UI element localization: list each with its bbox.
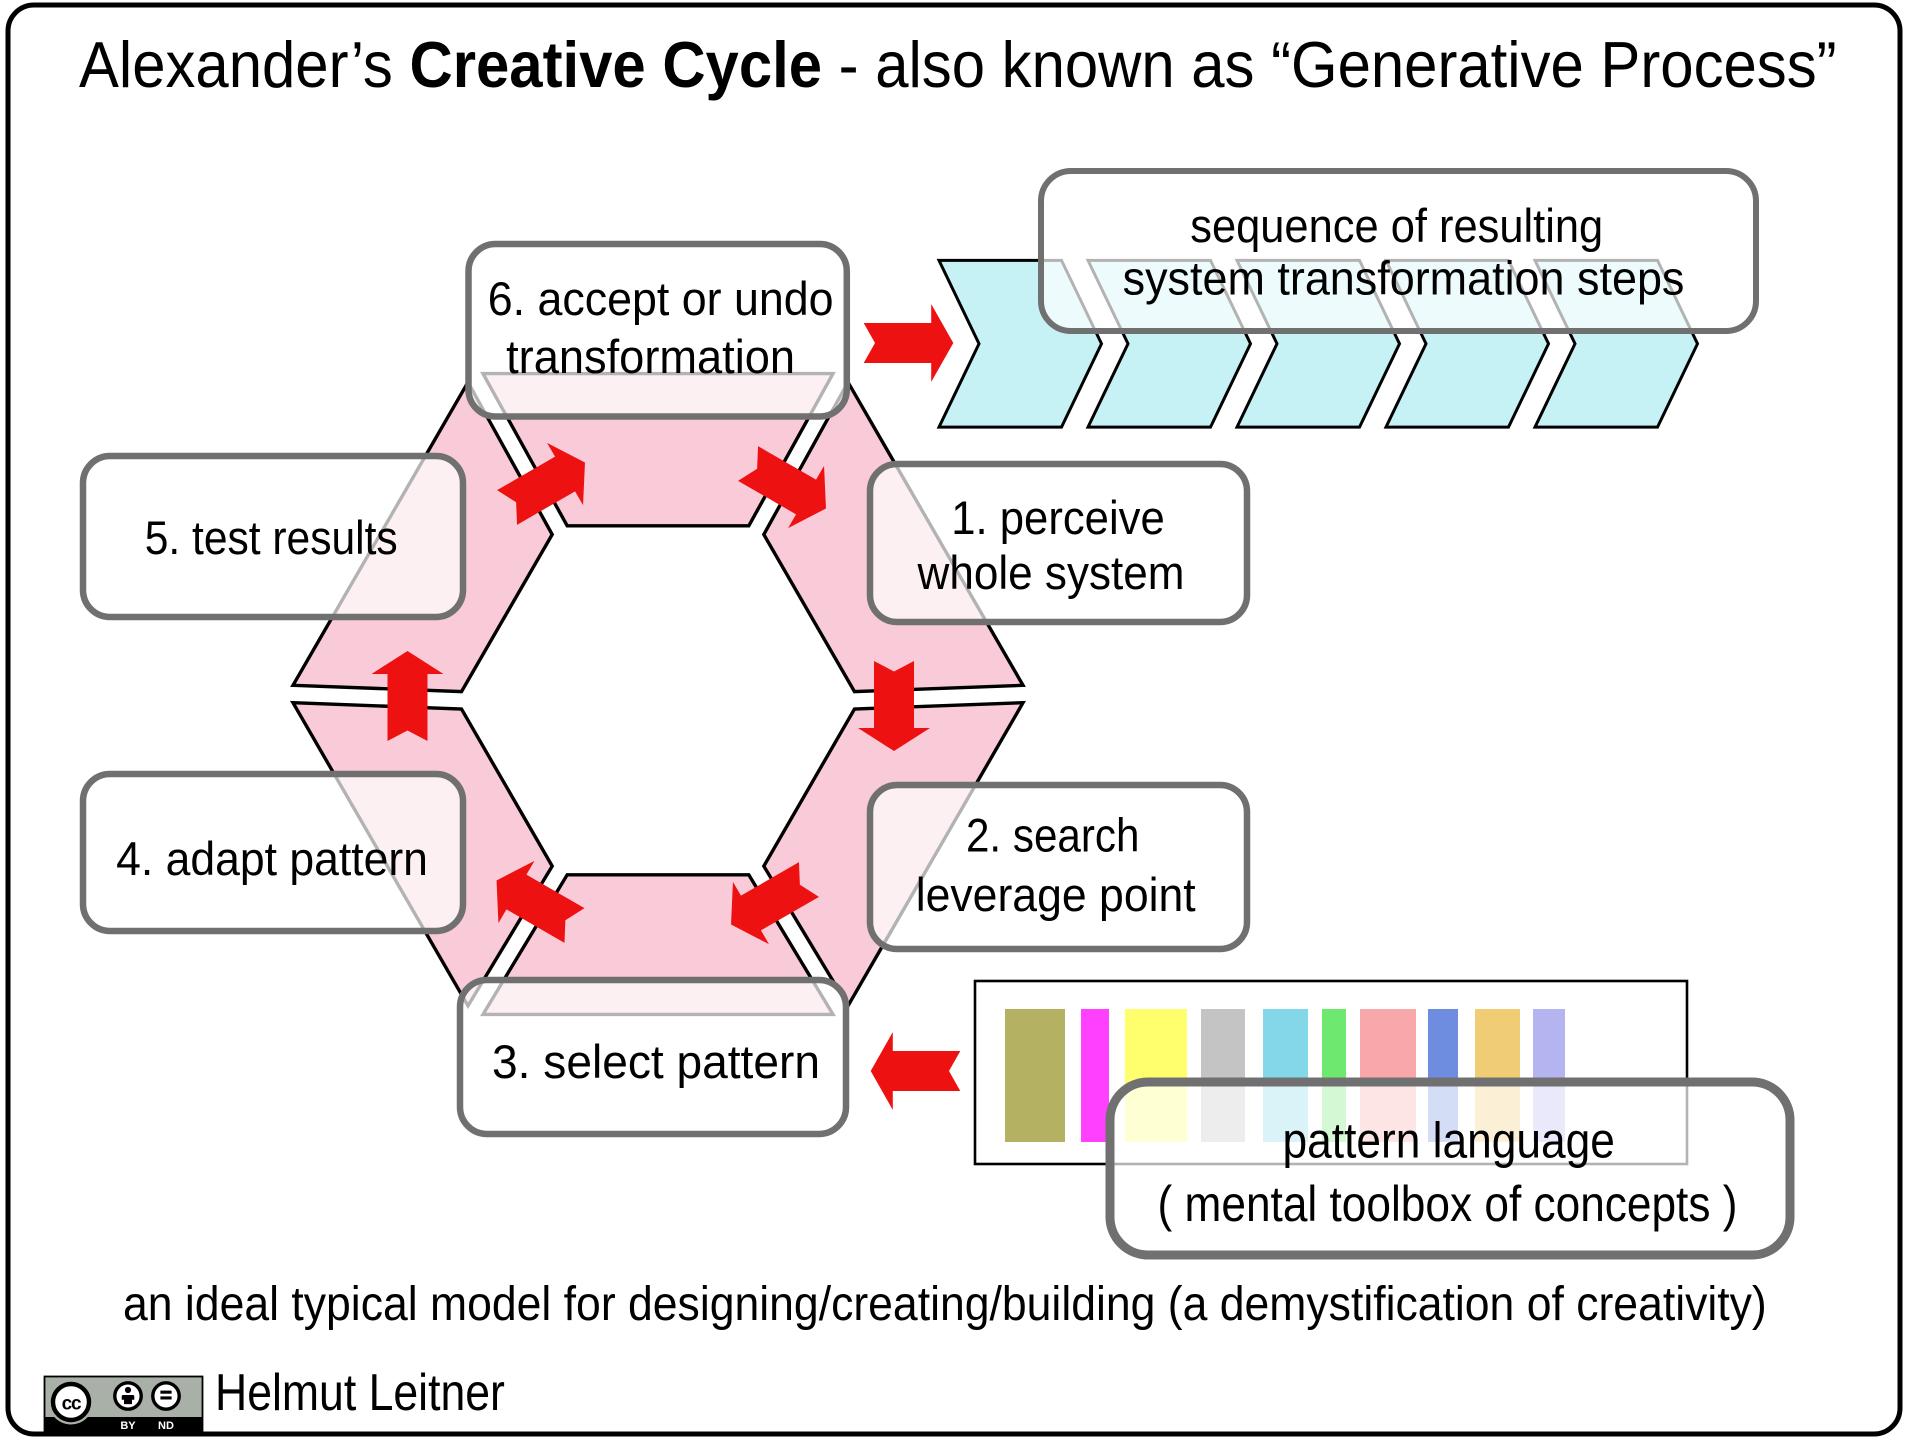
svg-text:sequence of resulting: sequence of resulting xyxy=(1190,199,1603,252)
svg-text:whole system: whole system xyxy=(917,547,1185,600)
svg-text:an ideal typical model for des: an ideal typical model for designing/cre… xyxy=(123,1276,1767,1330)
svg-text:( mental toolbox of concepts ): ( mental toolbox of concepts ) xyxy=(1158,1177,1738,1233)
svg-text:4. adapt pattern: 4. adapt pattern xyxy=(116,833,428,885)
svg-text:5. test results: 5. test results xyxy=(145,512,398,564)
svg-text:Alexander’s Creative Cycle - a: Alexander’s Creative Cycle - also known … xyxy=(79,29,1837,102)
svg-text:BY: BY xyxy=(120,1420,136,1432)
svg-text:6. accept or undo: 6. accept or undo xyxy=(488,272,834,325)
svg-text:3. select pattern: 3. select pattern xyxy=(492,1036,820,1089)
svg-text:ND: ND xyxy=(158,1420,174,1432)
svg-text:system transformation steps: system transformation steps xyxy=(1123,252,1685,305)
svg-text:2. search: 2. search xyxy=(966,810,1139,862)
svg-text:cc: cc xyxy=(62,1394,82,1415)
svg-text:transformation: transformation xyxy=(506,330,795,383)
svg-text:Helmut Leitner: Helmut Leitner xyxy=(215,1364,505,1422)
svg-text:1. perceive: 1. perceive xyxy=(951,492,1164,545)
svg-text:pattern language: pattern language xyxy=(1282,1113,1614,1169)
svg-text:leverage point: leverage point xyxy=(916,869,1196,921)
